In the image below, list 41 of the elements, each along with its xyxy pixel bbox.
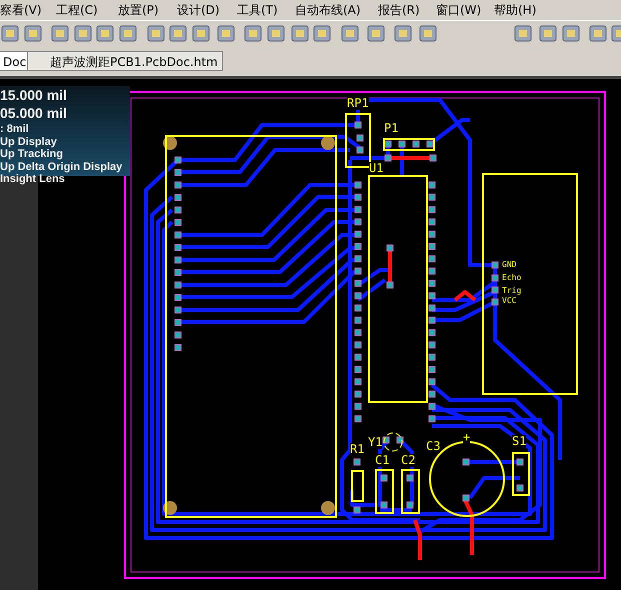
designator-label: Y1 xyxy=(368,436,382,449)
menu-item: 自动布线(A) xyxy=(295,2,361,19)
designator-label: U1 xyxy=(369,162,384,175)
status-readout: Up Display xyxy=(0,136,57,148)
status-readout: Up Delta Origin Display xyxy=(0,160,122,172)
menu-item: 察看(V) xyxy=(0,2,42,19)
ic-footprint-outline xyxy=(368,175,428,403)
designator-label: C1 xyxy=(375,454,390,467)
document-tab: 超声波测距PCB1.PcbDoc.htm xyxy=(27,51,223,71)
menu-item: 工具(T) xyxy=(237,2,278,19)
pin-label: Trig xyxy=(502,286,522,295)
designator-label: RP1 xyxy=(347,97,369,110)
designator-label: S1 xyxy=(512,435,526,448)
sensor-module-outline xyxy=(482,173,578,395)
designator-label: C2 xyxy=(401,454,416,467)
capacitor-footprint-outline xyxy=(375,469,394,514)
menu-item: 工程(C) xyxy=(56,2,98,19)
pin-label: VCC xyxy=(502,296,516,305)
resistor-footprint-outline xyxy=(351,470,364,502)
polarity-mark: + xyxy=(463,431,470,444)
resistor-network-outline xyxy=(345,113,371,168)
menu-item: 帮助(H) xyxy=(494,2,536,19)
capacitor-footprint-outline xyxy=(401,469,420,514)
menu-item: 窗口(W) xyxy=(436,2,482,19)
menu-item: 放置(P) xyxy=(118,2,159,19)
designator-label: P1 xyxy=(384,122,398,135)
designator-label: R1 xyxy=(350,443,364,456)
status-readout: 15.000 mil xyxy=(0,87,67,103)
header-footprint-outline xyxy=(383,138,435,151)
designator-label: C3 xyxy=(426,440,440,453)
menu-item: 报告(R) xyxy=(378,2,420,19)
status-readout: Up Tracking xyxy=(0,148,63,160)
status-readout: Insight Lens xyxy=(0,173,65,185)
menu-item: 设计(D) xyxy=(177,2,220,19)
status-readout: 05.000 mil xyxy=(0,105,67,121)
pin-label: GND xyxy=(502,260,516,269)
lcd-footprint-outline xyxy=(165,135,337,518)
pin-label: Echo xyxy=(502,273,522,282)
crystal-footprint-outline xyxy=(383,432,403,452)
status-readout: : 8mil xyxy=(0,123,29,135)
switch-footprint-outline xyxy=(512,452,530,496)
